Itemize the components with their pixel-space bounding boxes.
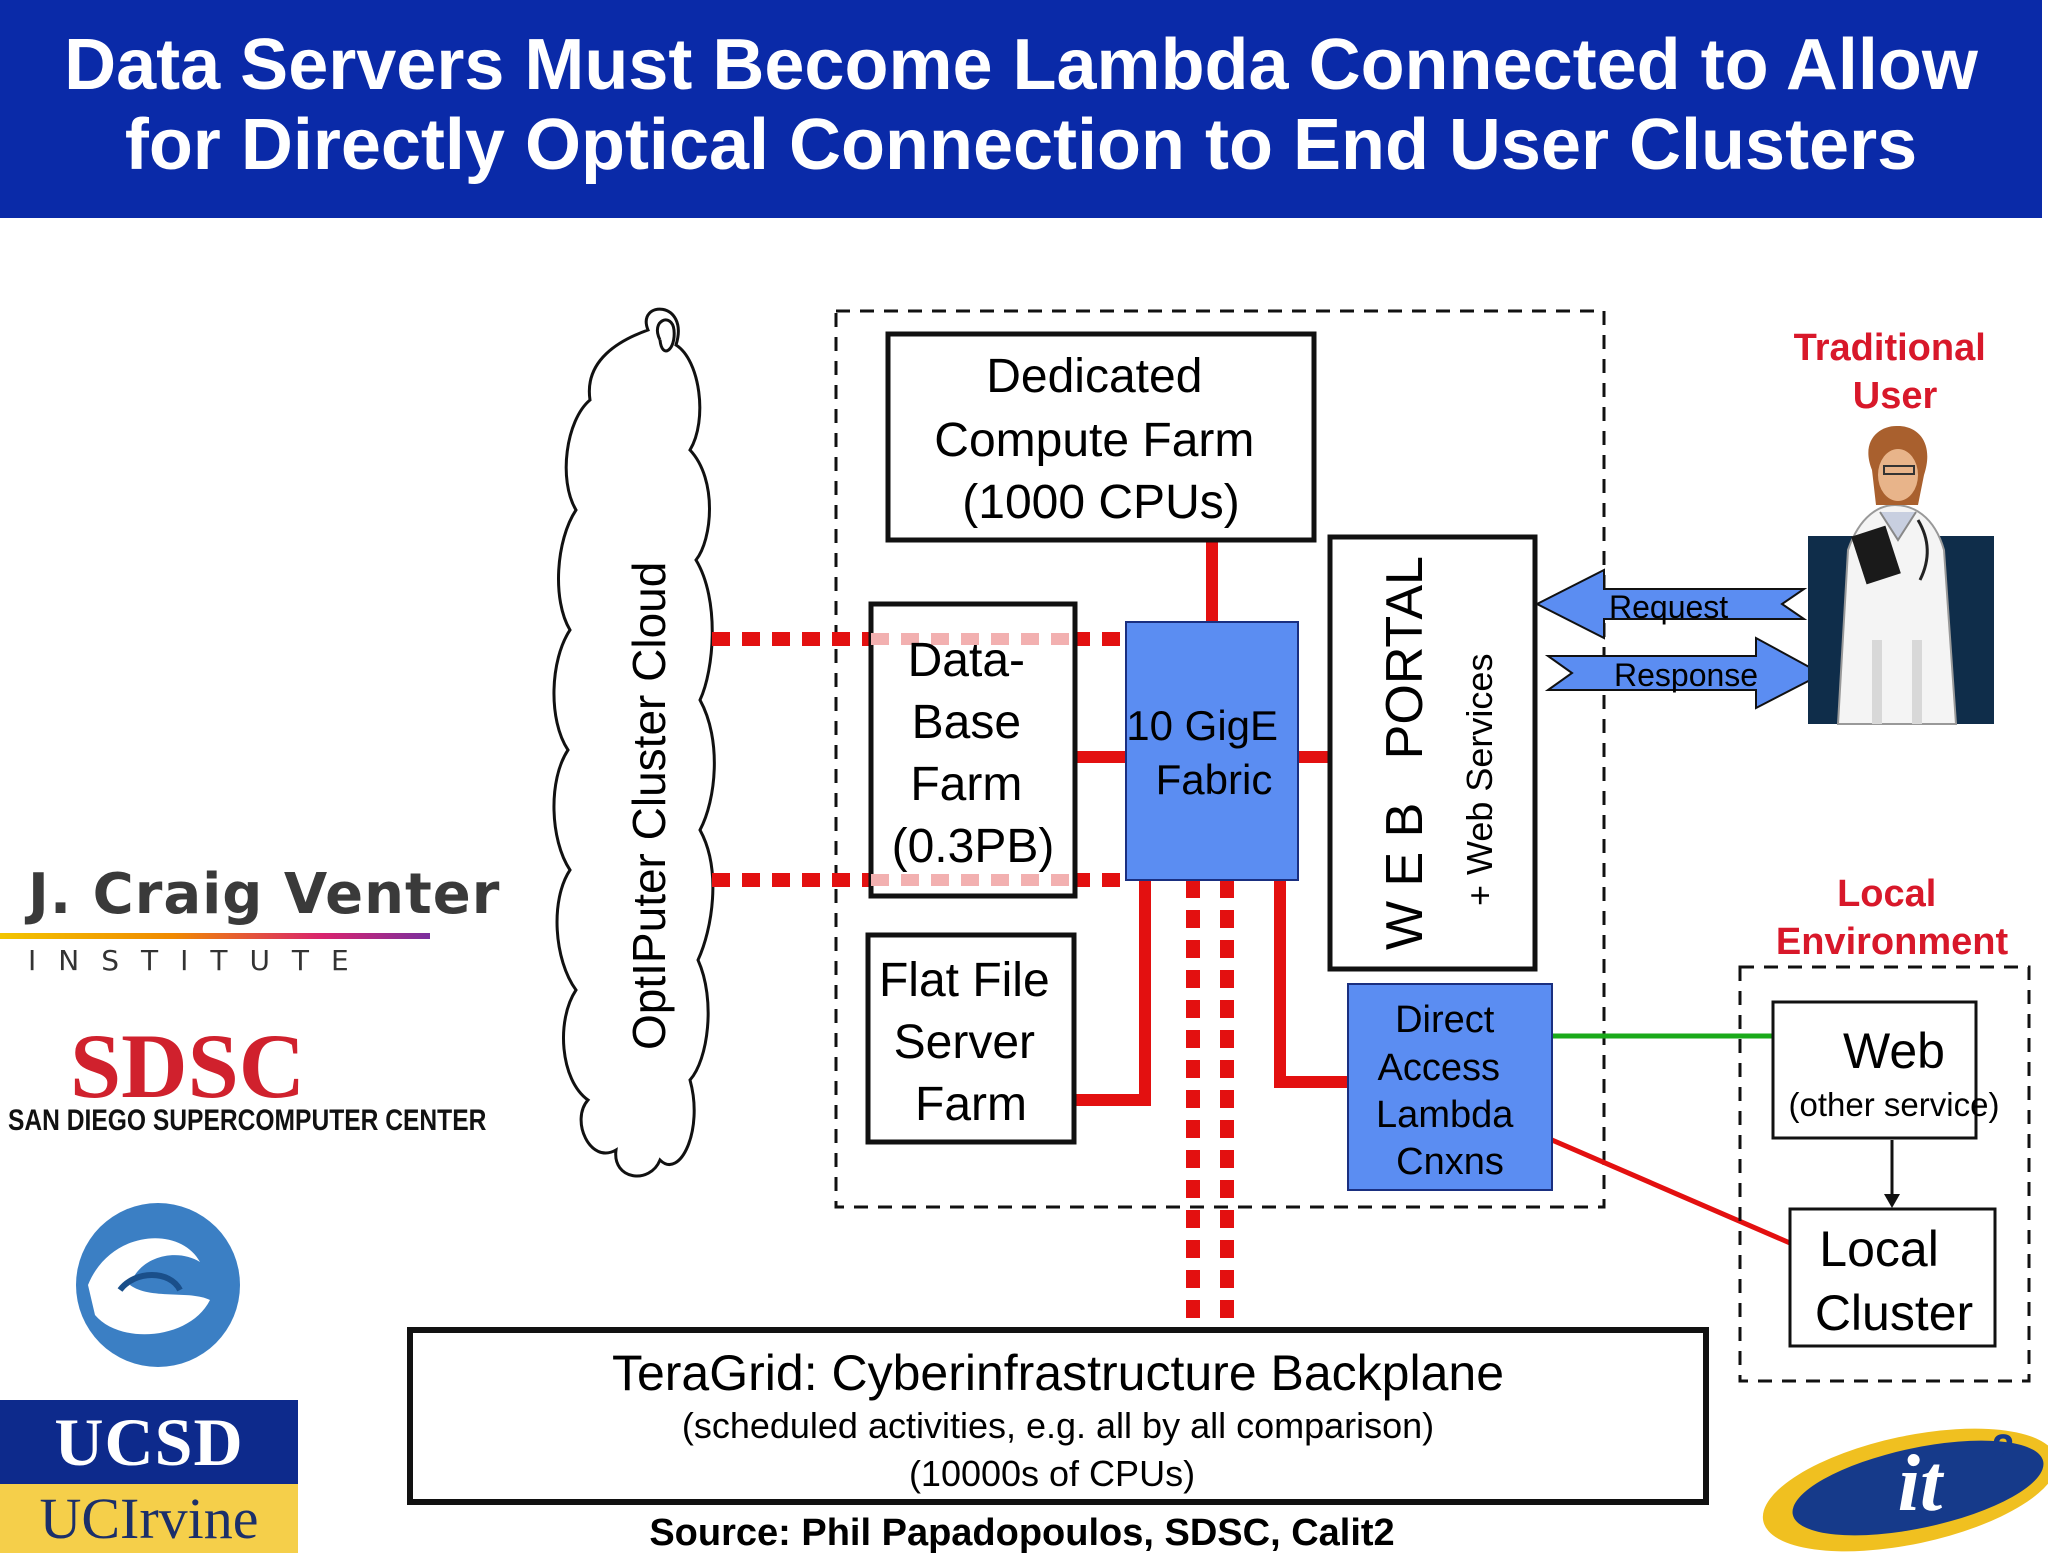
sdsc-logo-sub: SAN DIEGO SUPERCOMPUTER CENTER bbox=[8, 1104, 487, 1137]
svg-text:Dedicated Compute Farm: Dedicated Compute Farm (1000 CPUs) bbox=[934, 350, 1267, 529]
title-line-2: for Directly Optical Connection to End U… bbox=[124, 105, 1918, 185]
calit2-mark: it bbox=[1898, 1440, 1945, 1528]
fabric-box bbox=[1125, 621, 1299, 881]
jcvi-logo-name: J. Craig Venter bbox=[28, 862, 501, 927]
title-line-1: Data Servers Must Become Lambda Connecte… bbox=[64, 25, 1978, 105]
cloud-top-curl bbox=[656, 318, 676, 353]
fabric-line-2: Fabric bbox=[1156, 756, 1273, 803]
compute-farm-line-1: Dedicated bbox=[986, 350, 1202, 403]
calit2-superscript: 2 bbox=[1992, 1427, 2014, 1471]
link-fabric-direct bbox=[1274, 880, 1348, 1088]
title-banner: Data Servers Must Become Lambda Connecte… bbox=[0, 0, 2042, 218]
doctor-illustration bbox=[1808, 425, 1994, 725]
direct-access-line-3: Lambda bbox=[1376, 1094, 1514, 1136]
svg-text:Local Environment: Local Environment bbox=[1776, 873, 2009, 963]
svg-text:Data- Base Farm (0: Data- Base Farm (0.3PB) bbox=[892, 634, 1055, 873]
direct-access-line-2: Access bbox=[1377, 1047, 1499, 1089]
web-portal-box bbox=[1327, 534, 1538, 972]
ucsd-logo: UCSD bbox=[0, 1400, 298, 1484]
compute-farm-line-3: (1000 CPUs) bbox=[962, 476, 1239, 529]
cloud-label: OptIPuter Cluster Cloud bbox=[623, 562, 675, 1050]
compute-farm-box bbox=[885, 331, 1317, 543]
teragrid-sub-1: (scheduled activities, e.g. all by all c… bbox=[682, 1405, 1434, 1446]
optiputer-cloud bbox=[552, 307, 716, 1178]
svg-text:Direct Access Lambda: Direct Access Lambda Cnxns bbox=[1376, 999, 1524, 1183]
teragrid-sub-2: (10000s of CPUs) bbox=[909, 1453, 1195, 1494]
web-service-sub: (other service) bbox=[1789, 1086, 2000, 1123]
svg-text:Local Cluster: Local Cluster bbox=[1815, 1221, 1973, 1341]
flat-file-line-3: Farm bbox=[915, 1078, 1027, 1131]
teragrid-title: TeraGrid: Cyberinfrastructure Backplane bbox=[612, 1345, 1504, 1401]
sdsc-logo-name: SDSC bbox=[70, 1015, 306, 1117]
svg-text:Flat File Server Farm: Flat File Server Farm bbox=[879, 954, 1063, 1131]
flat-file-line-1: Flat File bbox=[879, 954, 1050, 1007]
flat-file-line-2: Server bbox=[894, 1016, 1035, 1069]
link-direct-localcluster bbox=[1551, 1137, 1791, 1246]
web-portal-label: W E B PORTAL bbox=[1376, 556, 1434, 950]
database-farm-box bbox=[868, 601, 1078, 899]
response-arrow bbox=[1544, 636, 1825, 710]
direct-access-line-4: Cnxns bbox=[1396, 1141, 1504, 1183]
calit2-logo: it 2 bbox=[1762, 1427, 2048, 1552]
svg-text:Traditional User: Traditional User bbox=[1794, 327, 1997, 417]
fabric-line-1: 10 GigE bbox=[1126, 702, 1278, 749]
request-label: Request bbox=[1609, 589, 1728, 625]
compute-farm-line-2: Compute Farm bbox=[934, 414, 1254, 467]
database-farm-line-4: (0.3PB) bbox=[892, 820, 1055, 873]
system-boundary bbox=[834, 309, 1606, 1209]
web-service-label: Web bbox=[1843, 1023, 1945, 1079]
request-arrow bbox=[1534, 568, 1808, 640]
traditional-user-line-1: Traditional bbox=[1794, 327, 1986, 369]
teragrid-box bbox=[407, 1327, 1709, 1505]
web-service-box bbox=[1771, 1000, 1978, 1140]
local-cluster-line-1: Local bbox=[1819, 1221, 1939, 1277]
local-env-line-2: Environment bbox=[1776, 921, 2009, 963]
svg-text:10 GigE Fabric: 10 GigE Fabric bbox=[1126, 702, 1289, 803]
traditional-user-line-2: User bbox=[1853, 375, 1938, 417]
database-farm-line-3: Farm bbox=[910, 758, 1022, 811]
link-flatfile-fabric bbox=[1075, 880, 1151, 1106]
direct-access-box bbox=[1347, 983, 1553, 1191]
direct-access-line-1: Direct bbox=[1395, 999, 1495, 1041]
local-environment-boundary bbox=[1738, 965, 2031, 1383]
arrowhead-web-localcluster bbox=[1884, 1194, 1900, 1208]
web-services-label: + Web Services bbox=[1459, 654, 1500, 906]
ceoa-seal-logo bbox=[50, 1177, 266, 1393]
response-label: Response bbox=[1614, 657, 1758, 693]
jcvi-logo-bar bbox=[0, 933, 430, 939]
database-farm-line-2: Base bbox=[912, 696, 1021, 749]
jcvi-logo-sub: INSTITUTE bbox=[28, 944, 371, 977]
flat-file-box bbox=[865, 932, 1077, 1145]
database-farm-line-1: Data- bbox=[908, 634, 1025, 687]
local-cluster-box bbox=[1788, 1207, 1997, 1348]
local-cluster-line-2: Cluster bbox=[1815, 1285, 1973, 1341]
local-env-line-1: Local bbox=[1837, 873, 1936, 915]
source-credit: Source: Phil Papadopoulos, SDSC, Calit2 bbox=[649, 1512, 1394, 1553]
uci-logo: UCIrvine bbox=[0, 1484, 298, 1553]
